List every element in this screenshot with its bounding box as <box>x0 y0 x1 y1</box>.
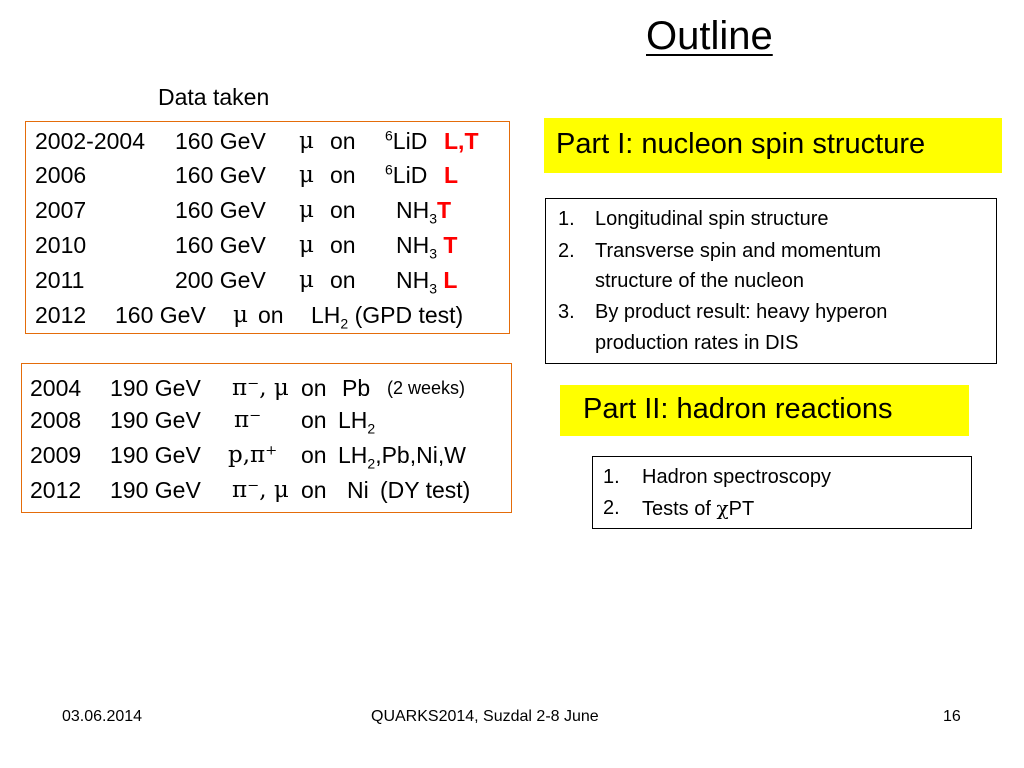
run-on: on <box>330 267 356 293</box>
run-on: on <box>301 375 327 401</box>
run-on: on <box>301 442 327 468</box>
run-years: 2012 <box>30 477 82 503</box>
slide-title: Outline <box>646 14 773 58</box>
run-flag: T <box>443 232 458 258</box>
mu-symbol: μ <box>233 302 248 328</box>
beam-particle: π⁻ <box>234 407 262 433</box>
run-years: 2011 <box>35 267 85 293</box>
run-beam: 160 GeV <box>175 162 266 188</box>
run-years: 2012 <box>35 302 87 328</box>
run-flag: L <box>443 267 458 293</box>
run-on: on <box>301 407 327 433</box>
run-target: 6LiD <box>385 161 428 188</box>
part1-list: 1. Longitudinal spin structure 2. Transv… <box>545 198 997 364</box>
run-beam: 160 GeV <box>175 128 266 154</box>
run-years: 2002-2004 <box>35 128 145 154</box>
run-target: 6LiD <box>385 127 428 154</box>
run-years: 2009 <box>30 442 82 468</box>
hadron-runs-box: 2004 190 GeV π⁻, μ on Pb (2 weeks) 2008 … <box>21 363 512 513</box>
beam-particle: π⁻, μ <box>232 375 289 401</box>
run-flag: T <box>437 197 452 223</box>
mu-symbol: μ <box>299 197 314 223</box>
mu-symbol: μ <box>299 267 314 293</box>
data-taken-label: Data taken <box>158 84 270 110</box>
run-target: NH3T <box>396 197 452 227</box>
run-target: LH2 <box>338 407 376 437</box>
mu-symbol: μ <box>299 232 314 258</box>
run-on: on <box>258 302 284 328</box>
run-note: (2 weeks) <box>387 378 466 398</box>
run-years: 2010 <box>35 232 87 258</box>
run-beam: 160 GeV <box>175 232 266 258</box>
run-beam: 200 GeV <box>175 267 266 293</box>
run-target: Ni <box>347 477 369 503</box>
run-target: NH3 T <box>396 232 458 262</box>
footer-date: 03.06.2014 <box>62 708 143 725</box>
run-target: Pb <box>342 375 371 401</box>
run-beam: 190 GeV <box>110 375 201 401</box>
mu-symbol: μ <box>299 162 314 188</box>
run-on: on <box>330 162 356 188</box>
run-beam: 160 GeV <box>175 197 266 223</box>
chi-symbol: χ <box>716 496 729 520</box>
run-beam: 190 GeV <box>110 442 201 468</box>
run-on: on <box>330 128 356 154</box>
run-beam: 160 GeV <box>115 302 206 328</box>
beam-particle: π⁻, μ <box>232 477 289 503</box>
run-beam: 190 GeV <box>110 477 201 503</box>
run-on: on <box>330 197 356 223</box>
run-years: 2007 <box>35 197 87 223</box>
run-note: (DY test) <box>380 477 471 503</box>
run-target: LH2 (GPD test) <box>311 302 464 332</box>
part2-list: 1. Hadron spectroscopy 2. Tests of χPT <box>592 456 972 529</box>
run-on: on <box>301 477 327 503</box>
part1-heading: Part I: nucleon spin structure <box>544 118 1002 173</box>
footer-page-number: 16 <box>943 708 961 725</box>
footer-conference: QUARKS2014, Suzdal 2-8 June <box>371 708 599 725</box>
run-years: 2006 <box>35 162 87 188</box>
run-flag: L <box>444 162 459 188</box>
run-target: NH3 L <box>396 267 458 297</box>
run-on: on <box>330 232 356 258</box>
run-years: 2008 <box>30 407 82 433</box>
muon-runs-box: 2002-2004 160 GeV μ on 6LiD L,T 2006 160… <box>25 121 510 334</box>
run-note: (GPD test) <box>354 302 464 328</box>
beam-particle: p,π⁺ <box>228 442 278 468</box>
run-target: LH2,Pb,Ni,W <box>338 442 466 472</box>
mu-symbol: μ <box>299 128 314 154</box>
part2-heading: Part II: hadron reactions <box>560 385 969 436</box>
run-beam: 190 GeV <box>110 407 201 433</box>
run-flag: L,T <box>444 128 479 154</box>
run-years: 2004 <box>30 375 82 401</box>
